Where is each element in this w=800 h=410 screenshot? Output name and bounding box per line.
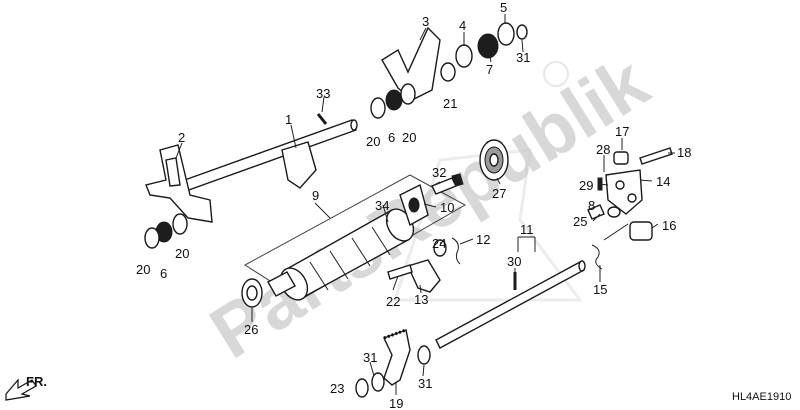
callout-30: 30 bbox=[507, 254, 521, 269]
shift-fork-center bbox=[281, 141, 317, 189]
gear-icon bbox=[543, 61, 569, 87]
spring-left bbox=[144, 213, 188, 249]
drum-shaft bbox=[267, 271, 296, 297]
callout-21: 21 bbox=[443, 96, 457, 111]
callout-20-d: 20 bbox=[402, 130, 416, 145]
callout-27: 27 bbox=[492, 186, 506, 201]
callout-33: 33 bbox=[316, 86, 330, 101]
callout-23: 23 bbox=[330, 381, 344, 396]
callout-25: 25 bbox=[573, 214, 587, 229]
gear-segment bbox=[383, 328, 411, 386]
callout-29: 29 bbox=[579, 178, 593, 193]
callout-1: 1 bbox=[285, 112, 292, 127]
front-arrow-icon bbox=[5, 378, 37, 401]
bearing-27 bbox=[479, 139, 509, 181]
callout-20-b: 20 bbox=[175, 246, 189, 261]
shift-spindle bbox=[435, 260, 586, 349]
callout-24: 24 bbox=[432, 236, 446, 251]
spring-12 bbox=[433, 237, 461, 265]
callout-11: 11 bbox=[520, 222, 534, 237]
callout-5: 5 bbox=[500, 0, 507, 15]
callout-14: 14 bbox=[656, 174, 670, 189]
callout-9: 9 bbox=[312, 188, 319, 203]
bearing-26 bbox=[241, 278, 263, 308]
callout-7: 7 bbox=[486, 62, 493, 77]
front-direction-indicator: FR. bbox=[5, 374, 47, 401]
callout-31-a: 31 bbox=[516, 50, 530, 65]
pin-33 bbox=[316, 113, 328, 125]
brand-logo-watermark bbox=[392, 61, 583, 302]
front-label: FR. bbox=[26, 374, 47, 389]
callout-15: 15 bbox=[593, 282, 607, 297]
callout-6-left: 6 bbox=[160, 266, 167, 281]
callout-6-center: 6 bbox=[388, 130, 395, 145]
fork-shaft bbox=[167, 119, 358, 197]
drum-center bbox=[399, 183, 429, 227]
callout-18: 18 bbox=[677, 145, 691, 160]
callout-4: 4 bbox=[459, 18, 466, 33]
shift-fork-left bbox=[145, 144, 213, 223]
callout-13: 13 bbox=[414, 292, 428, 307]
leader-lines bbox=[175, 14, 675, 395]
callout-2: 2 bbox=[178, 130, 185, 145]
spring-center bbox=[370, 83, 416, 119]
callout-32: 32 bbox=[432, 165, 446, 180]
stopper-arm bbox=[387, 259, 441, 293]
callout-31-b: 31 bbox=[363, 350, 377, 365]
callout-20-a: 20 bbox=[136, 262, 150, 277]
callout-17: 17 bbox=[615, 124, 629, 139]
callout-20-c: 20 bbox=[366, 134, 380, 149]
callouts: 1 2 3 4 5 6 6 7 8 9 10 11 12 13 14 15 16… bbox=[136, 0, 691, 410]
bolt-32 bbox=[431, 173, 464, 195]
top-spring-group bbox=[440, 22, 528, 82]
callout-22: 22 bbox=[386, 294, 400, 309]
callout-12: 12 bbox=[476, 232, 490, 247]
shift-arm-assembly bbox=[587, 147, 673, 270]
callout-16: 16 bbox=[662, 218, 676, 233]
callout-10: 10 bbox=[440, 200, 454, 215]
callout-28: 28 bbox=[596, 142, 610, 157]
callout-26: 26 bbox=[244, 322, 258, 337]
callout-31-c: 31 bbox=[418, 376, 432, 391]
diagram-code: HL4AE1910 bbox=[732, 391, 791, 403]
callout-3: 3 bbox=[422, 14, 429, 29]
callout-19: 19 bbox=[389, 396, 403, 410]
callout-8: 8 bbox=[588, 198, 595, 213]
spindle-washers bbox=[355, 345, 431, 398]
callout-34: 34 bbox=[375, 198, 389, 213]
